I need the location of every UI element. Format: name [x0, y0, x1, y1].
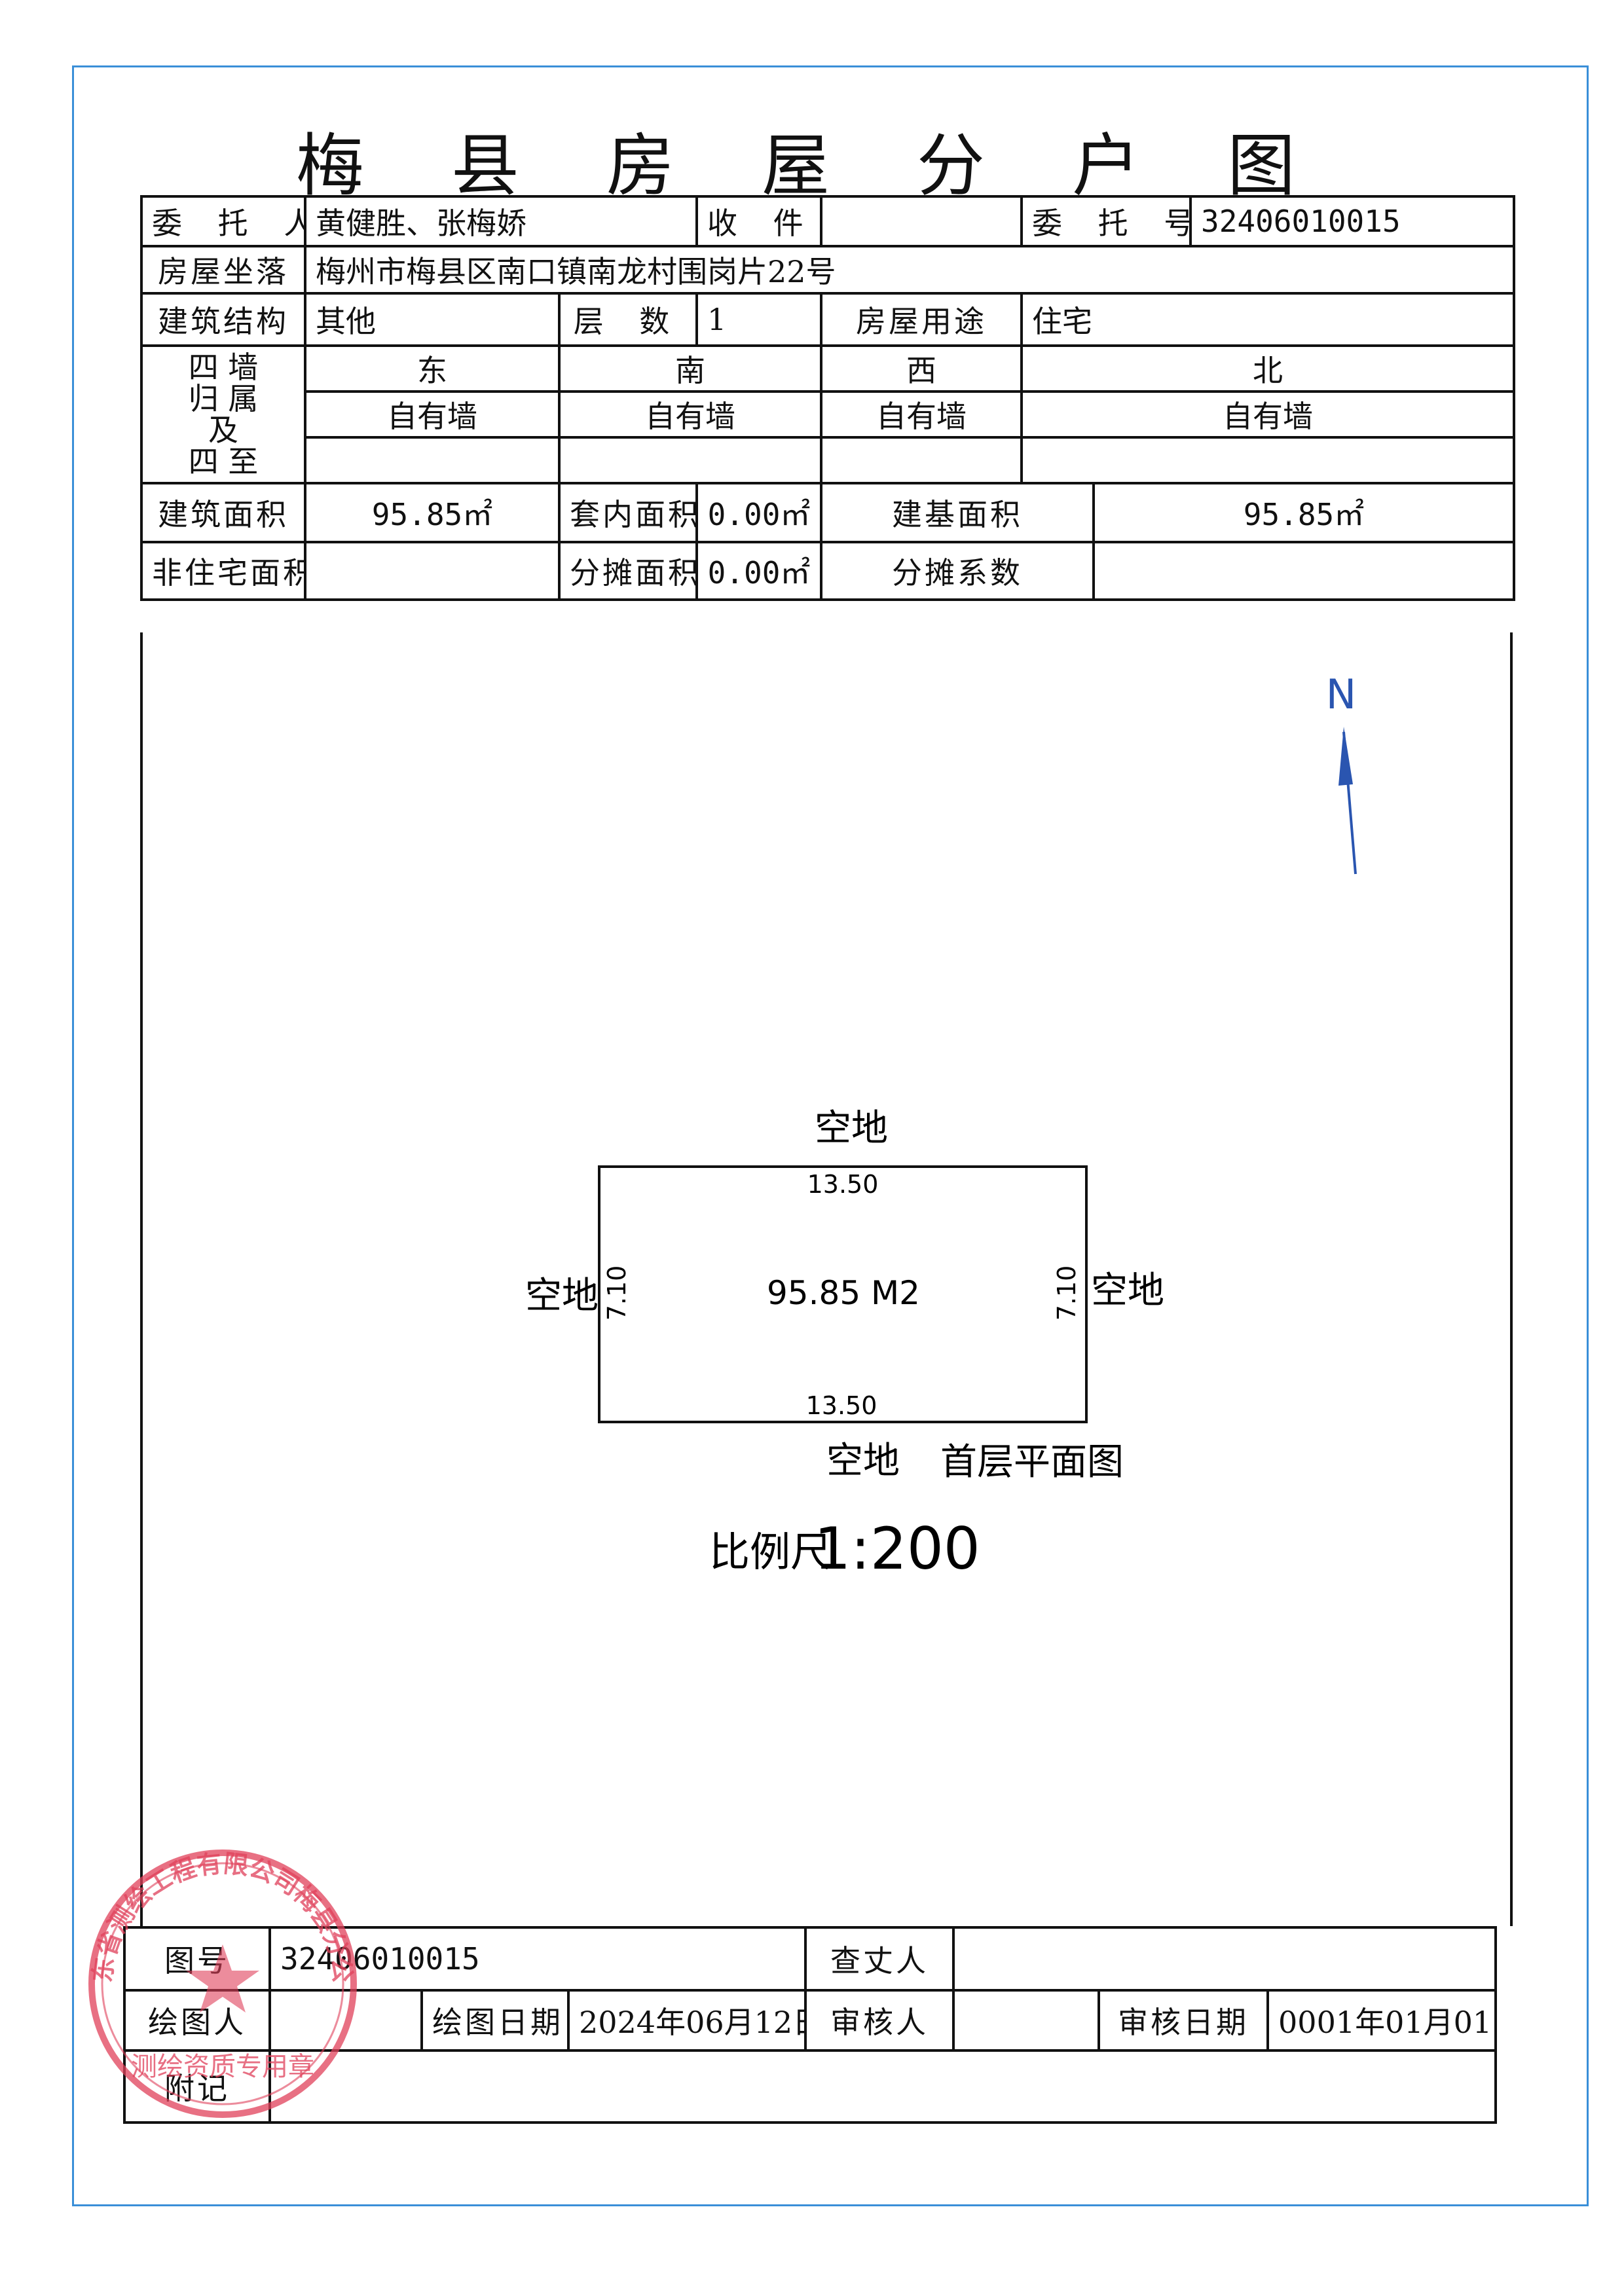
note-value: [268, 2049, 1498, 2124]
wall-own-east: 自有墙: [304, 390, 561, 439]
usage-label: 房屋用途: [820, 292, 1023, 347]
wall-bound-south: [558, 436, 822, 484]
shared-coef-value: [1092, 541, 1515, 601]
svg-text:测绘资质专用章: 测绘资质专用章: [131, 2052, 314, 2082]
drawing-frame: [140, 632, 1513, 1926]
reviewer-label: 审核人: [804, 1989, 955, 2052]
wall-own-west: 自有墙: [820, 390, 1023, 439]
shared-area-label: 分摊面积: [558, 541, 698, 601]
review-date-label: 审核日期: [1098, 1989, 1270, 2052]
wall-dir-west: 西: [820, 344, 1023, 393]
commission-value: 32406010015: [1189, 195, 1515, 247]
page-border: [72, 65, 1589, 2206]
inner-area-label: 套内面积: [558, 482, 698, 543]
shared-coef-label: 分摊系数: [820, 541, 1095, 601]
page-title: 梅 县 房 屋 分 户 图: [295, 126, 1329, 206]
floors-label: 层 数: [558, 292, 698, 347]
commission-label: 委 托 号: [1020, 195, 1192, 247]
nonres-area-value: [304, 541, 561, 601]
walls-label: 四 墙 归 属 及 四 至: [140, 344, 306, 484]
property-info-table: 委 托 人 黄健胜、张梅娇 收 件 号 委 托 号 32406010015 房屋…: [140, 195, 1515, 601]
surveyor-label: 查丈人: [804, 1926, 955, 1992]
signature-table: 图号 32406010015 查丈人 绘图人 绘图日期 2024年06月12日 …: [123, 1926, 1498, 2124]
drafter-value: [268, 1989, 423, 2052]
review-date-value: 0001年01月01日: [1266, 1989, 1498, 2052]
usage-value: 住宅: [1020, 292, 1515, 347]
wall-bound-west: [820, 436, 1023, 484]
location-value: 梅州市梅县区南口镇南龙村围岗片22号: [304, 245, 1515, 295]
building-area-value: 95.85㎡: [304, 482, 561, 543]
wall-dir-north: 北: [1020, 344, 1515, 393]
wall-bound-north: [1020, 436, 1515, 484]
floors-value: 1: [695, 292, 822, 347]
inner-area-value: 0.00㎡: [695, 482, 822, 543]
building-area-label: 建筑面积: [140, 482, 306, 543]
nonres-area-label: 非住宅面积: [140, 541, 306, 601]
draw-date-value: 2024年06月12日: [566, 1989, 807, 2052]
client-value: 黄健胜、张梅娇: [304, 195, 698, 247]
wall-dir-east: 东: [304, 344, 561, 393]
base-area-label: 建基面积: [820, 482, 1095, 543]
structure-value: 其他: [304, 292, 561, 347]
receipt-label: 收 件 号: [695, 195, 822, 247]
wall-dir-south: 南: [558, 344, 822, 393]
map-no-value: 32406010015: [268, 1926, 807, 1992]
reviewer-value: [952, 1989, 1101, 2052]
star-icon: [186, 1944, 259, 2013]
receipt-value: [820, 195, 1023, 247]
location-label: 房屋坐落: [140, 245, 306, 295]
base-area-value: 95.85㎡: [1092, 482, 1515, 543]
svg-text:广东省测绘工程有限公司梅县分公司: 广东省测绘工程有限公司梅县分公司: [65, 1833, 358, 1984]
map-no-label: 图号: [123, 1926, 271, 1992]
draw-date-label: 绘图日期: [420, 1989, 570, 2052]
wall-own-south: 自有墙: [558, 390, 822, 439]
shared-area-value: 0.00㎡: [695, 541, 822, 601]
survey-seal: 广东省测绘工程有限公司梅县分公司 测绘资质专用章: [65, 1833, 358, 2118]
client-label: 委 托 人: [140, 195, 306, 247]
structure-label: 建筑结构: [140, 292, 306, 347]
wall-own-north: 自有墙: [1020, 390, 1515, 439]
drafter-label: 绘图人: [123, 1989, 271, 2052]
wall-bound-east: [304, 436, 561, 484]
surveyor-value: [952, 1926, 1498, 1992]
